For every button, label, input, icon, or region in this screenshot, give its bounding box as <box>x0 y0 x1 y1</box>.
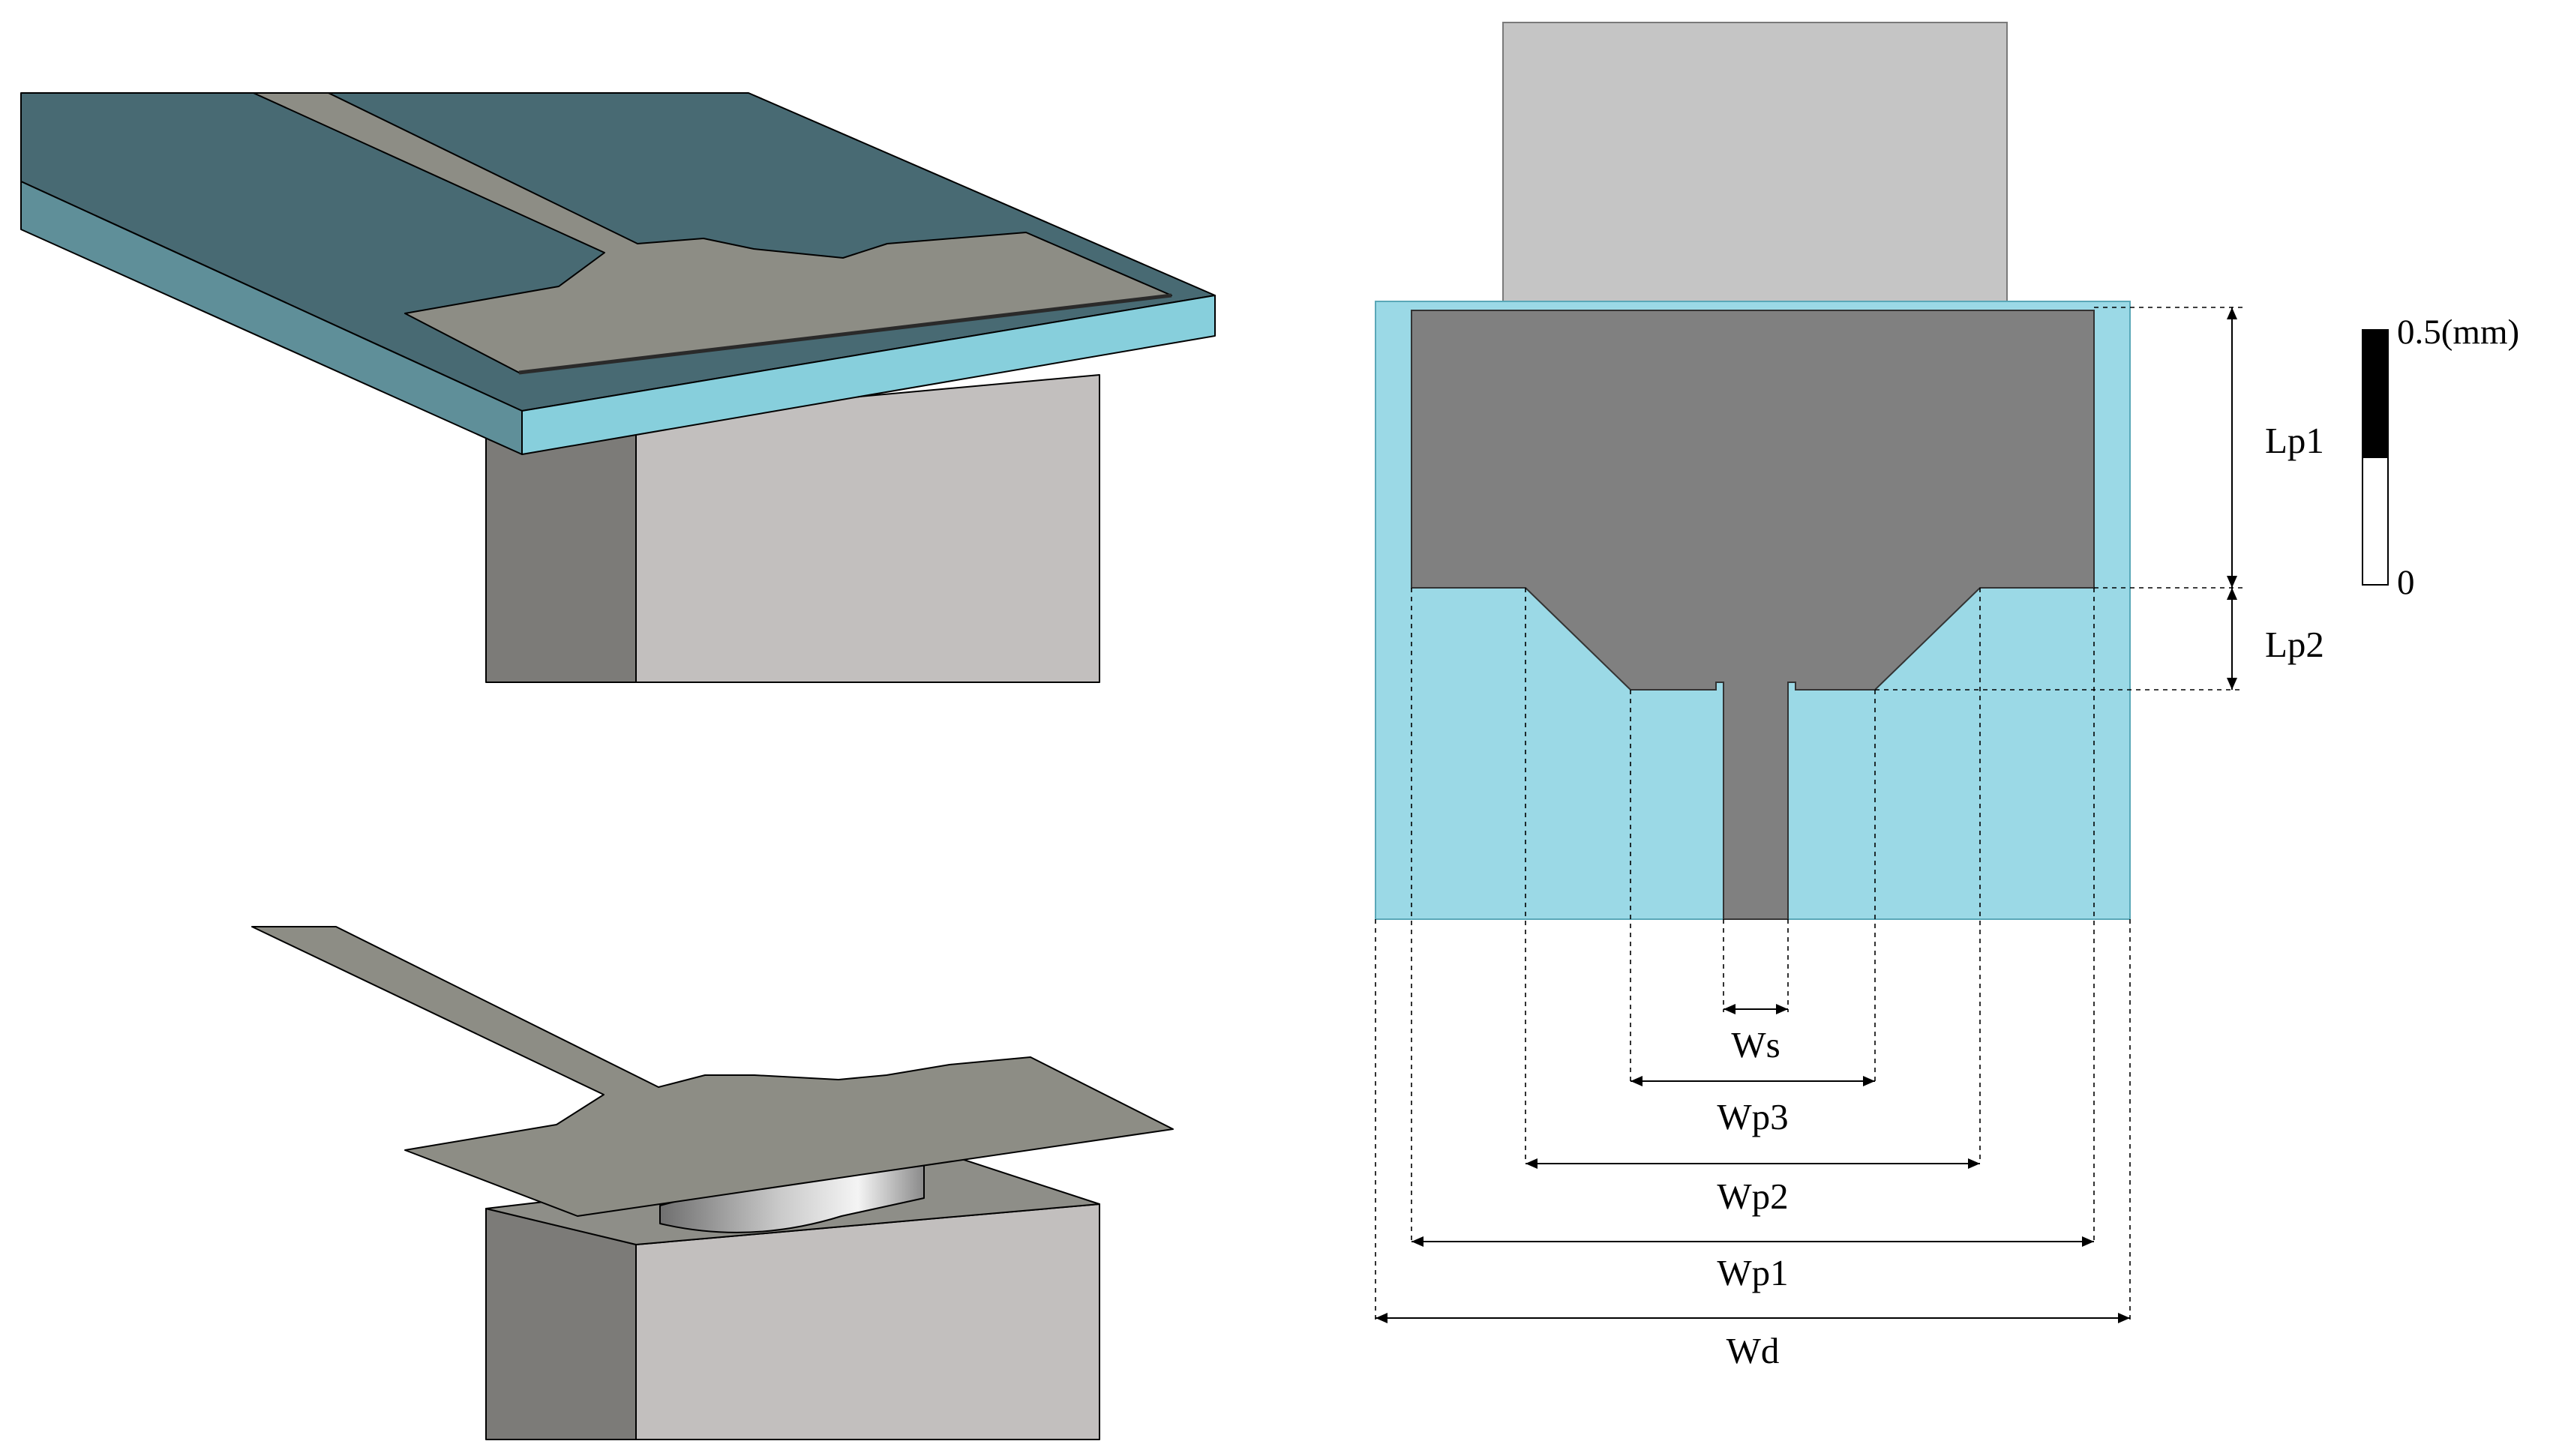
block-left-face <box>485 1208 637 1440</box>
view-2d-top: Lp1 Lp2 Ws Wp3 Wp2 Wp1 Wd <box>1375 22 2324 1371</box>
waveguide-block-front-face <box>635 374 1100 683</box>
label-wp1: Wp1 <box>1717 1252 1788 1293</box>
label-wp3: Wp3 <box>1717 1096 1788 1137</box>
dim-lp2 <box>2227 588 2237 690</box>
waveguide-block-left-face <box>485 416 637 683</box>
block-front-face <box>635 1203 1100 1440</box>
substrate-front-face <box>521 295 1216 455</box>
thickness-scale-bar: 0.5(mm) 0 <box>2362 313 2519 602</box>
label-ws: Ws <box>1731 1024 1780 1065</box>
dim-wp3 <box>1630 1076 1875 1086</box>
floating-patch-metal <box>251 926 1174 1217</box>
dim-wp2 <box>1526 1158 1980 1169</box>
dim-wd <box>1376 1313 2130 1323</box>
patch-edge-thickness <box>518 293 1172 375</box>
dim-ws <box>1724 1004 1788 1014</box>
view-3d-without-substrate <box>251 926 1174 1440</box>
scale-bar-dark-part <box>2362 329 2389 458</box>
view-3d-with-substrate <box>20 92 1216 683</box>
scale-max-label: 0.5(mm) <box>2397 313 2519 352</box>
label-wd: Wd <box>1726 1330 1780 1371</box>
waveguide-outline-2d <box>1502 22 2008 302</box>
scale-min-label: 0 <box>2397 563 2415 602</box>
dim-lp1 <box>2227 307 2237 588</box>
label-lp2: Lp2 <box>2265 624 2324 665</box>
label-lp1: Lp1 <box>2265 420 2324 461</box>
label-wp2: Wp2 <box>1717 1176 1788 1217</box>
dim-wp1 <box>1412 1236 2094 1247</box>
patch-metal-top <box>253 92 1172 373</box>
